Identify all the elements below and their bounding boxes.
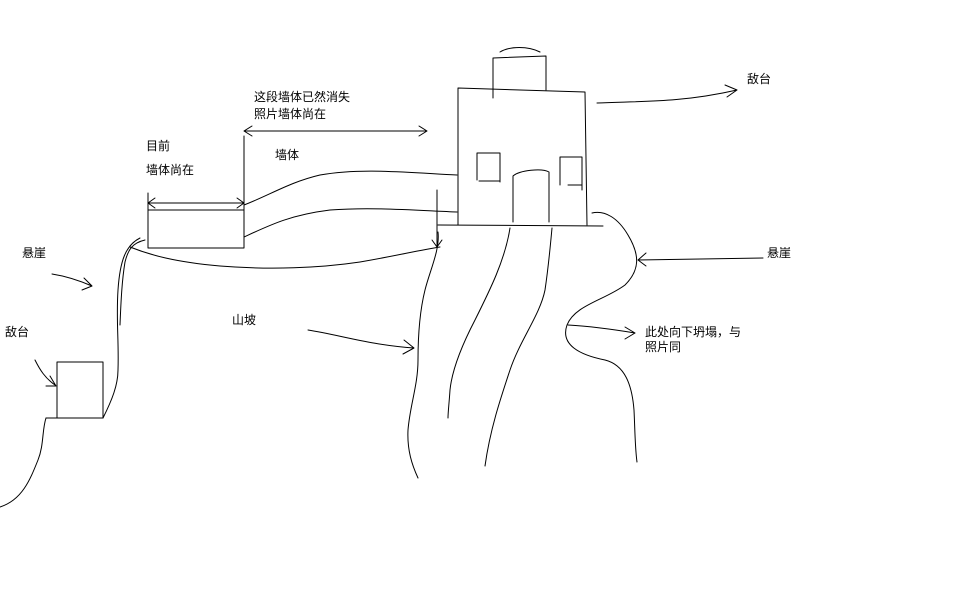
left-cliff-arrow	[51, 273, 93, 291]
left-enemy-tower	[45, 361, 104, 419]
collapse-label-line1: 此处向下坍塌，与	[645, 325, 742, 339]
current-wall-label-line2: 墙体尚在	[146, 163, 195, 177]
wall-gone-label-line2: 照片墙体尚在	[254, 107, 327, 121]
main-enemy-tower	[436, 47, 604, 231]
right-tower-pointer-arrow	[596, 84, 738, 104]
wall-label: 墙体	[275, 148, 300, 162]
collapse-pointer-arrow	[567, 324, 636, 340]
collapse-label-line2: 照片同	[645, 340, 682, 354]
right-cliff-edge	[565, 211, 638, 463]
slope-label: 山坡	[232, 313, 257, 327]
missing-wall-dimension-arrow	[243, 125, 428, 137]
left-tower-pointer-arrow	[34, 359, 57, 387]
cliff-label-left: 悬崖	[22, 246, 47, 260]
current-wall-dimension-arrow	[147, 192, 245, 213]
current-wall-block	[147, 135, 245, 249]
enemy-tower-label-right: 敌台	[747, 72, 772, 86]
current-wall-label-line1: 目前	[146, 139, 171, 153]
left-cliff-edge	[102, 237, 141, 419]
left-tower-cliff	[0, 417, 47, 508]
hillside-top-line	[129, 246, 441, 269]
right-cliff-arrow	[637, 252, 764, 267]
slope-line-3	[484, 227, 553, 467]
wall-upper-line	[243, 170, 458, 206]
cliff-label-right: 悬崖	[767, 246, 792, 260]
wall-end-arrow	[431, 229, 443, 248]
left-cliff-edge-inner	[119, 239, 146, 326]
slope-line-1	[407, 231, 439, 479]
slope-line-2	[447, 227, 511, 419]
wall-lower-line	[243, 208, 458, 238]
enemy-tower-label-left: 敌台	[5, 325, 30, 339]
wall-gone-label-line1: 这段墙体已然消失	[254, 90, 351, 104]
slope-arrow	[307, 329, 415, 355]
